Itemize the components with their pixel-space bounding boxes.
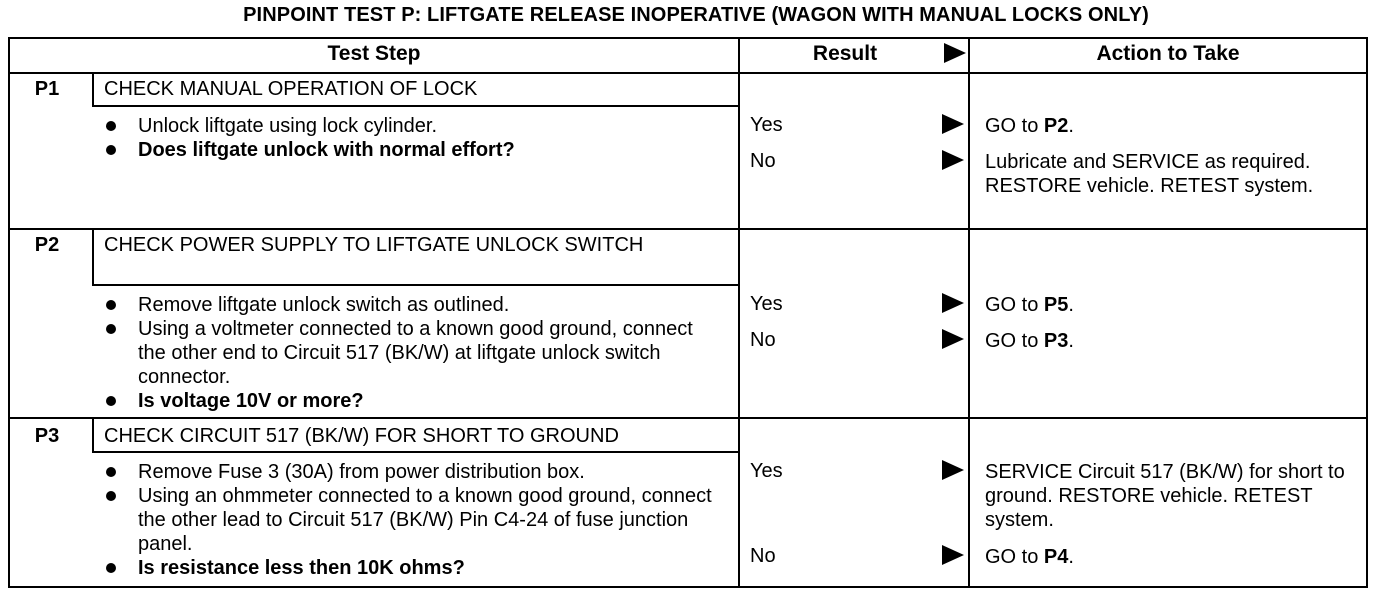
- table-top-border: [8, 37, 1368, 39]
- list-item: Unlock liftgate using lock cylinder.: [104, 114, 724, 138]
- bullet-list-p1: Unlock liftgate using lock cylinder. Doe…: [104, 114, 724, 162]
- list-item: Is resistance less then 10K ohms?: [104, 556, 714, 580]
- bullet-list-p3: Remove Fuse 3 (30A) from power distribut…: [104, 460, 714, 580]
- header-bottom-border: [8, 72, 1368, 74]
- list-item: Does liftgate unlock with normal effort?: [104, 138, 724, 162]
- result-p2-yes: Yes: [750, 293, 783, 315]
- header-action: Action to Take: [1096, 42, 1240, 65]
- action-p1-no: Lubricate and SERVICE as required. RESTO…: [985, 151, 1314, 197]
- row-divider-p1-p2: [8, 228, 1368, 230]
- bullet-list-p2: Remove liftgate unlock switch as outline…: [104, 293, 714, 413]
- arrow-icon: [942, 545, 964, 565]
- action-p3-no: GO to P4.: [985, 546, 1074, 568]
- arrow-icon: [942, 293, 964, 313]
- arrow-icon: [942, 114, 964, 134]
- step-id-p1: P1: [34, 78, 60, 100]
- result-p2-no: No: [750, 329, 776, 351]
- action-p2-yes: GO to P5.: [985, 294, 1074, 316]
- p2-id-divider: [92, 228, 94, 286]
- result-p3-no: No: [750, 545, 776, 567]
- result-column-divider: [738, 37, 740, 588]
- check-title-p2: CHECK POWER SUPPLY TO LIFTGATE UNLOCK SW…: [104, 234, 644, 256]
- list-item: Remove Fuse 3 (30A) from power distribut…: [104, 460, 714, 484]
- table-left-border: [8, 37, 10, 588]
- step-id-p3: P3: [34, 425, 60, 447]
- table-right-border: [1366, 37, 1368, 588]
- step-id-p2: P2: [34, 234, 60, 256]
- list-item: Using an ohmmeter connected to a known g…: [104, 484, 714, 556]
- result-p1-no: No: [750, 150, 776, 172]
- action-p2-no: GO to P3.: [985, 330, 1074, 352]
- check-title-p3: CHECK CIRCUIT 517 (BK/W) FOR SHORT TO GR…: [104, 425, 619, 447]
- arrow-icon: [942, 460, 964, 480]
- check-title-p1: CHECK MANUAL OPERATION OF LOCK: [104, 78, 478, 100]
- arrow-icon: [942, 329, 964, 349]
- p3-id-divider: [92, 417, 94, 453]
- arrow-icon: [942, 150, 964, 170]
- list-item: Using a voltmeter connected to a known g…: [104, 317, 714, 389]
- action-p1-yes: GO to P2.: [985, 115, 1074, 137]
- action-p3-yes: SERVICE Circuit 517 (BK/W) for short to …: [985, 461, 1345, 531]
- header-arrow-icon: [944, 43, 966, 63]
- document-title: PINPOINT TEST P: LIFTGATE RELEASE INOPER…: [243, 4, 1149, 26]
- header-test-step: Test Step: [327, 42, 421, 65]
- row-divider-p2-p3: [8, 417, 1368, 419]
- result-p3-yes: Yes: [750, 460, 783, 482]
- result-p1-yes: Yes: [750, 114, 783, 136]
- list-item: Is voltage 10V or more?: [104, 389, 714, 413]
- list-item: Remove liftgate unlock switch as outline…: [104, 293, 714, 317]
- p3-check-bottom: [92, 451, 740, 453]
- table-bottom-border: [8, 586, 1368, 588]
- p1-check-bottom: [92, 105, 740, 107]
- header-result: Result: [812, 42, 878, 65]
- action-column-divider: [968, 37, 970, 588]
- p2-check-bottom: [92, 284, 740, 286]
- p1-id-divider: [92, 72, 94, 107]
